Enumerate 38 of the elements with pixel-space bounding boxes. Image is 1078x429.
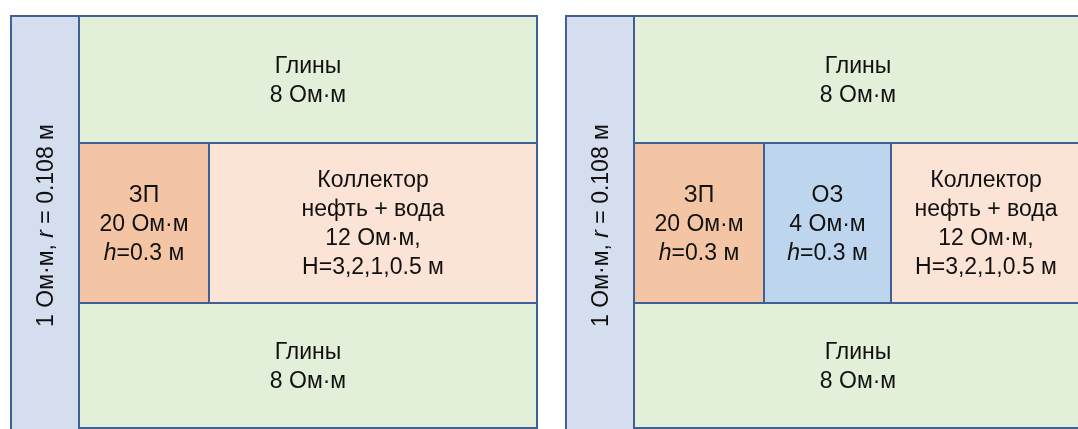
zone-box xyxy=(763,142,892,304)
layer-box xyxy=(208,142,538,304)
zone-box xyxy=(78,142,210,304)
layer-text: 8 Ом·м xyxy=(819,365,897,395)
layer-text: H=3,2,1,0.5 м xyxy=(915,252,1057,281)
well-column xyxy=(565,15,635,429)
layer-text: ЗП xyxy=(128,179,160,209)
layer-text: ОЗ xyxy=(811,179,844,209)
layer-box xyxy=(78,15,538,144)
layer-text: Глины xyxy=(274,336,342,366)
layer-box xyxy=(633,302,1078,429)
layer-text: Коллектор xyxy=(317,165,429,194)
layer-text: нефть + вода xyxy=(914,194,1058,223)
layer-text: Глины xyxy=(824,336,892,366)
layer-text: 8 Ом·м xyxy=(269,79,347,109)
well-column xyxy=(10,15,80,429)
zone-box xyxy=(633,142,765,304)
layer-text: ЗП xyxy=(683,179,715,209)
layer-text: 4 Ом·м xyxy=(789,208,866,238)
layer-text: h=0.3 м xyxy=(658,237,740,267)
layer-box xyxy=(633,15,1078,144)
vertical-label: 1 Ом·м, r = 0.108 м xyxy=(585,123,614,327)
layer-box xyxy=(78,302,538,429)
layer-text: Глины xyxy=(274,50,342,80)
layer-text: Коллектор xyxy=(930,165,1042,194)
vertical-label: 1 Ом·м, r = 0.108 м xyxy=(30,123,59,327)
layer-text: 20 Ом·м xyxy=(99,208,189,238)
layer-text: H=3,2,1,0.5 м xyxy=(302,252,444,281)
layer-text: 12 Ом·м, xyxy=(325,223,421,252)
layer-text: h=0.3 м xyxy=(103,237,185,267)
layer-box xyxy=(890,142,1078,304)
layer-text: 12 Ом·м, xyxy=(938,223,1034,252)
layer-text: Глины xyxy=(824,50,892,80)
layer-text: 20 Ом·м xyxy=(654,208,744,238)
layer-text: нефть + вода xyxy=(301,194,445,223)
layer-text: 8 Ом·м xyxy=(819,79,897,109)
layer-text: 8 Ом·м xyxy=(269,365,347,395)
layer-text: h=0.3 м xyxy=(787,237,868,267)
